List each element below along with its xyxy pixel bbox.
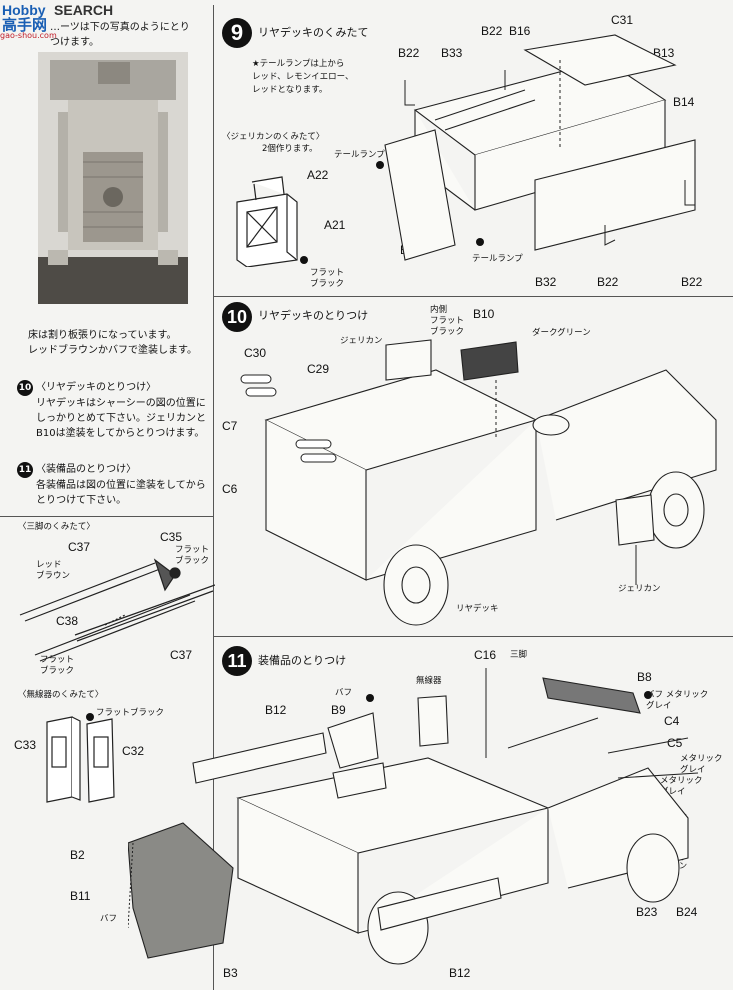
jerrycan-drawing: [236, 176, 308, 267]
step10-side-title: 〈リヤデッキのとりつけ〉: [36, 382, 157, 393]
tripod-c35: C35: [160, 530, 183, 544]
step11-b12-bottom: B12: [449, 966, 471, 980]
step11-b23: B23: [636, 905, 658, 919]
step9-b22-c: B22: [597, 275, 619, 289]
step9-tail-lamp-1: テールランプ: [334, 150, 385, 160]
watermark-hobby: Hobby: [2, 2, 46, 18]
step11-title: 装備品のとりつけ: [258, 654, 347, 667]
step11-metallic-gray-2: メタリック グレイ: [660, 776, 703, 797]
step10-jerrycan-bottom: ジェリカン: [618, 584, 661, 594]
tripod-flat-black-2: フラット ブラック: [40, 655, 75, 676]
step9-b22-b: B22: [481, 24, 503, 38]
step11-b2: B2: [70, 848, 85, 862]
watermark-cn: 高手网: [2, 16, 48, 34]
tripod-red-brown: レッド ブラウン: [36, 560, 71, 581]
step9-a22: A22: [307, 168, 329, 182]
watermark-url: gao-shou.com: [0, 31, 57, 40]
step9-b33: B33: [441, 46, 463, 60]
section-divider-9-10: [213, 296, 733, 297]
step11-side-title: 〈装備品のとりつけ〉: [36, 464, 137, 475]
step11-b9: B9: [331, 703, 346, 717]
step11-c16: C16: [474, 648, 497, 662]
step10-dark-green: ダークグリーン: [532, 328, 591, 338]
step9-title: リヤデッキのくみたて: [258, 26, 369, 39]
step10-c30: C30: [244, 346, 267, 360]
deck-floor-photo: [38, 52, 188, 304]
step9-c31: C31: [611, 13, 634, 27]
step9-tail-lamp-2: テールランプ: [472, 254, 523, 264]
step10-c6: C6: [222, 482, 238, 496]
step9-flat-black: フラット ブラック: [310, 268, 345, 289]
step9-a21: A21: [324, 218, 346, 232]
intro-line-2: つけます。: [50, 37, 99, 48]
step11-b12-top: B12: [265, 703, 287, 717]
step10-badge: 10: [17, 380, 33, 396]
step11-badge: 11: [17, 462, 33, 478]
step10-side-body: リヤデッキはシャーシーの図の位置にしっかりとめて下さい。ジェリカンとB10は塗装…: [36, 398, 206, 439]
step10-title: リヤデッキのとりつけ: [258, 309, 369, 322]
step10-b10: B10: [473, 307, 495, 321]
section-divider-10-11: [213, 636, 733, 637]
step11-b11: B11: [70, 889, 91, 903]
equipment-mount-drawing: [128, 668, 699, 965]
step11-buff-metallic: バフ メタリック グレイ: [646, 690, 709, 711]
jerrycan-sub: 2個作ります。: [262, 144, 318, 154]
step10-c29: C29: [307, 362, 330, 376]
watermark-search: SEARCH: [54, 2, 114, 18]
watermark: Hobby SEARCH: [2, 2, 113, 20]
step11-b3: B3: [223, 966, 238, 980]
tripod-title: 〈三脚のくみたて〉: [18, 522, 95, 532]
step11-buff-1: バフ: [335, 688, 353, 698]
radio-c32: C32: [122, 744, 145, 758]
step10-jerrycan-top: ジェリカン: [340, 336, 383, 346]
step11-buff-2: バフ: [100, 914, 118, 924]
tripod-flat-black-1: フラット ブラック: [175, 545, 210, 566]
column-divider: [213, 5, 214, 990]
step11-c4: C4: [664, 714, 680, 728]
rear-deck-mount-drawing: [240, 339, 717, 626]
step10-inner-flat-black: 内側 フラット ブラック: [430, 305, 465, 337]
radio-flat-black: フラットブラック: [96, 708, 165, 718]
step9-b16: B16: [509, 24, 531, 38]
step10-c7: C7: [222, 419, 238, 433]
step9-note: ★テールランプは上から レッド、レモンイエロー、 レッドとなります。: [252, 59, 354, 95]
photo-caption-2: レッドブラウンかバフで塗装します。: [28, 345, 197, 356]
step9-b14: B14: [673, 95, 695, 109]
step11-b8: B8: [637, 670, 652, 684]
photo-caption-1: 床は割り板張りになっています。: [28, 330, 177, 341]
step9-b22-d: B22: [681, 275, 703, 289]
tripod-drawing: [19, 558, 215, 662]
step11-tripod: 三脚: [510, 650, 528, 660]
tripod-c37-bottom: C37: [170, 648, 193, 662]
step11-metallic-gray-1: メタリック グレイ: [680, 754, 723, 775]
jerrycan-title: 〈ジェリカンのくみたて〉: [222, 132, 325, 142]
step10-rear-deck: リヤデッキ: [456, 604, 499, 614]
radio-c33: C33: [14, 738, 37, 752]
step11-side-body: 各装備品は図の位置に塗装をしてからとりつけて下さい。: [36, 480, 206, 506]
radio-drawing: [46, 713, 115, 803]
step11-radio: 無線器: [416, 676, 442, 686]
tripod-c37-top: C37: [68, 540, 91, 554]
step10-number: 10: [222, 302, 252, 332]
step11-number: 11: [222, 646, 252, 676]
step11-b24: B24: [676, 905, 698, 919]
rear-deck-exploded-drawing: [376, 34, 696, 261]
intro-line-1: …ーツは下の写真のようにとり: [50, 22, 190, 33]
step9-b22-a: B22: [398, 46, 420, 60]
step9-b32: B32: [535, 275, 557, 289]
left-divider: [0, 516, 213, 517]
radio-title: 〈無線器のくみたて〉: [18, 690, 104, 700]
tripod-c38: C38: [56, 614, 79, 628]
step9-number: 9: [222, 18, 252, 48]
